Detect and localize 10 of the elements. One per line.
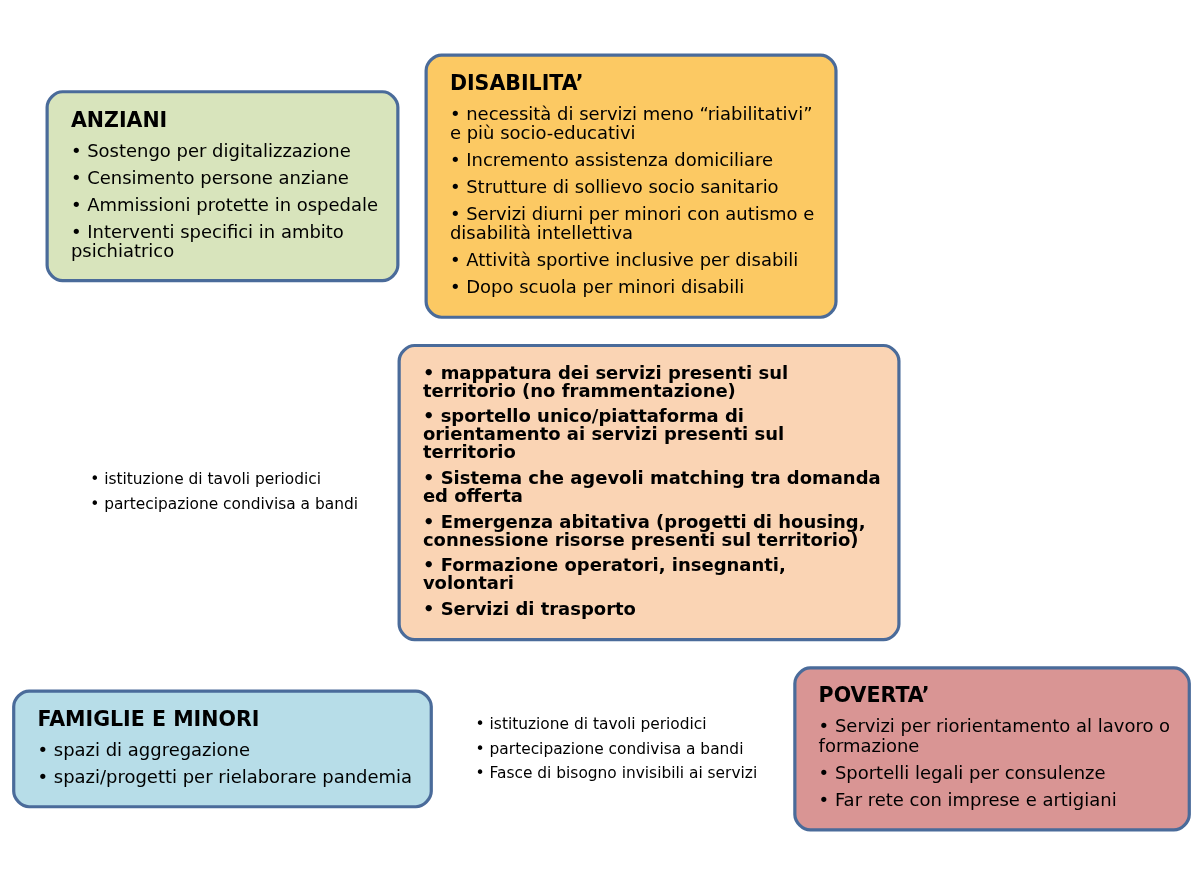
label: • istituzione di tavoli periodici bbox=[90, 469, 322, 488]
node-box: • mappatura dei servizi presenti sul territorio (no frammentazione) • sportello unico/piattaforma di orientamento ai servizi presenti sul territorio • Sistema che agevoli matching tra domanda ed offerta • Emergenza abitativa (progetti di housing, connessione risorse presenti sul territorio) • Formazione operatori, insegnanti, volontari • Servizi di trasporto bbox=[397, 343, 901, 641]
label: • istituzione di tavoli periodici bbox=[475, 714, 707, 733]
label: • Fasce di bisogno invisibili ai servizi bbox=[475, 763, 758, 782]
node-box: ANZIANI • Sostengo per digitalizzazione • Censimento persone anziane • Ammissioni protette in ospedale • Interventi specifici in ambito psichiatrico bbox=[45, 89, 400, 282]
node-box: DISABILITA’ • necessità di servizi meno “riabilitativi” e più socio-educativi • Incremento assistenza domiciliare • Strutture di sollievo socio sanitario • Servizi diurni per minori con autismo e disabilità intellettiva • Attività sportive inclusive per disabili • Dopo scuola per minori disabili bbox=[424, 53, 838, 319]
node-box: FAMIGLIE E MINORI • spazi di aggregazione • spazi/progetti per rielaborare pandemia bbox=[12, 689, 433, 808]
label: • partecipazione condivisa a bandi bbox=[475, 739, 744, 758]
node-box: POVERTA’ • Servizi per riorientamento al lavoro o formazione • Sportelli legali per consulenze • Far rete con imprese e artigiani bbox=[793, 665, 1191, 831]
label: • partecipazione condivisa a bandi bbox=[90, 494, 358, 513]
